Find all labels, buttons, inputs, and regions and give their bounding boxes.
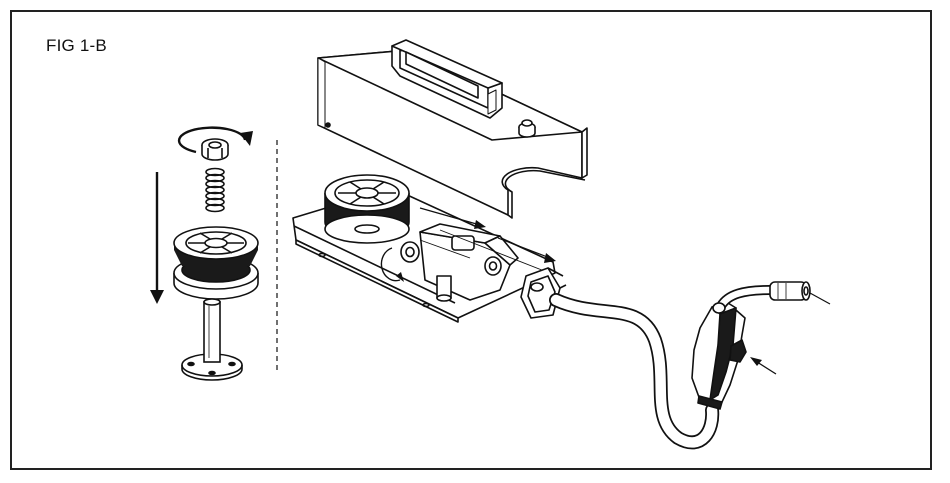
gun-trigger [729,339,747,363]
cable-inlet [520,267,567,319]
figure-frame [10,10,932,470]
gun-cable [549,293,720,450]
spring [205,167,225,213]
downward-arrow-icon [150,172,164,304]
exploded-spool-assembly [150,126,278,381]
mig-gun-assembly [549,281,831,450]
spool-spindle [181,298,243,381]
retaining-nut [201,138,229,161]
figure-label: FIG 1-B [46,36,107,55]
contact-tip [769,281,831,305]
wire-spool [173,226,259,300]
welder-body [292,39,588,323]
cover-knob [518,119,536,138]
wire-feed-direction-arrow-icon [419,207,556,263]
rotation-arrow-icon [177,126,253,154]
handle [391,39,503,119]
drive-roller-assembly [380,223,553,302]
tray-spool [324,174,410,244]
pointer-arrow-icon [750,357,777,375]
